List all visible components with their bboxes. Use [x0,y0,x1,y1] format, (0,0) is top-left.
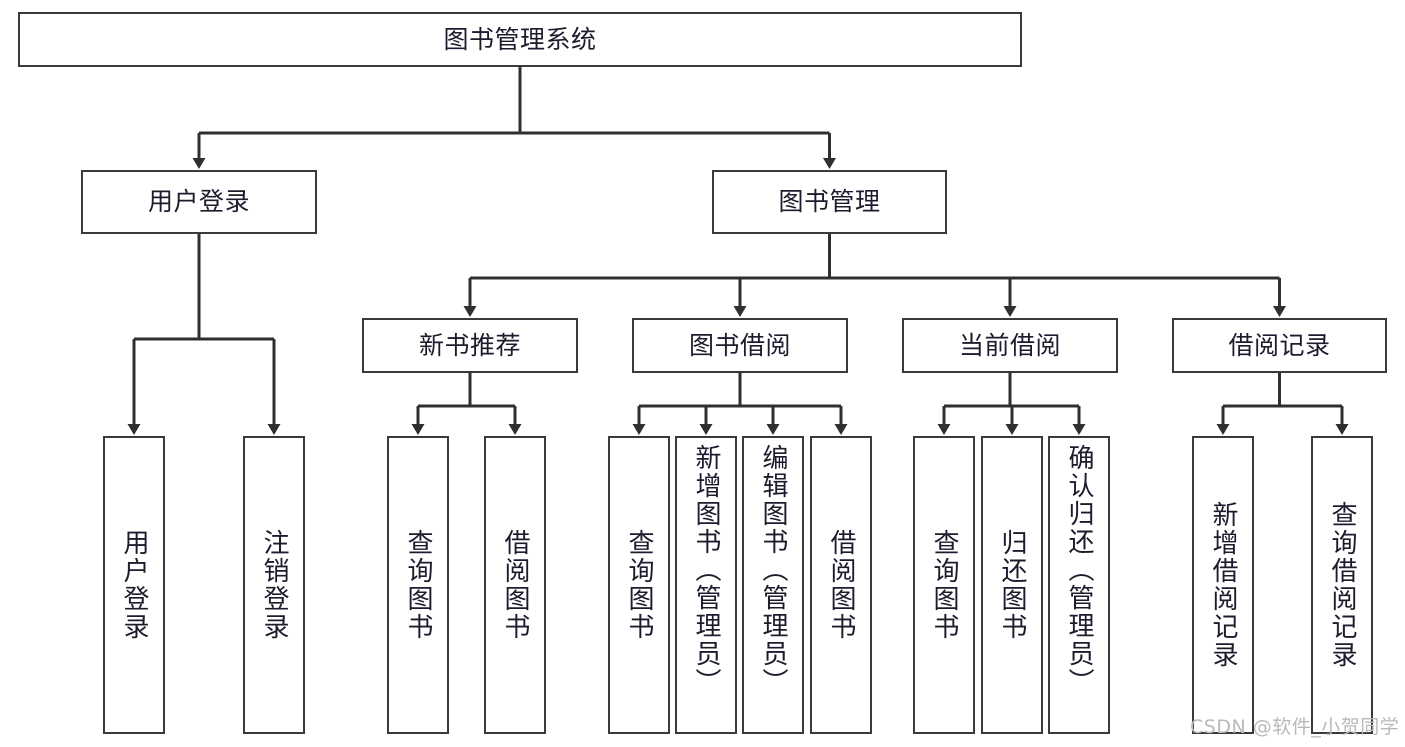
node-leaf-add-borrow-record-label: 新增借阅记录 [1208,501,1238,669]
node-leaf-query-book-3[interactable]: 查询图书 [913,436,975,734]
node-leaf-confirm-return-admin[interactable]: 确认归还（管理员） [1048,436,1110,734]
node-leaf-edit-book-admin-label: 编辑图书（管理员） [758,444,788,696]
node-leaf-borrow-book-1[interactable]: 借阅图书 [484,436,546,734]
node-current-borrow-label: 当前借阅 [958,330,1061,360]
node-borrow-record-label: 借阅记录 [1228,330,1331,360]
node-leaf-query-book-3-label: 查询图书 [929,529,959,641]
node-root-label: 图书管理系统 [443,24,597,54]
node-leaf-query-borrow-record[interactable]: 查询借阅记录 [1311,436,1373,734]
node-leaf-query-book-2[interactable]: 查询图书 [608,436,670,734]
node-leaf-add-borrow-record[interactable]: 新增借阅记录 [1192,436,1254,734]
node-new-book-recommend[interactable]: 新书推荐 [362,318,578,373]
node-leaf-user-login[interactable]: 用户登录 [103,436,165,734]
node-root[interactable]: 图书管理系统 [18,12,1022,67]
node-new-book-recommend-label: 新书推荐 [418,330,521,360]
node-book-borrow[interactable]: 图书借阅 [632,318,848,373]
node-leaf-edit-book-admin[interactable]: 编辑图书（管理员） [742,436,804,734]
node-user-login-label: 用户登录 [147,187,250,217]
node-leaf-query-book-1-label: 查询图书 [403,529,433,641]
node-user-login[interactable]: 用户登录 [81,170,317,234]
csdn-watermark: CSDN @软件_小贺同学 [1190,716,1400,738]
node-book-manage-label: 图书管理 [778,187,881,217]
node-current-borrow[interactable]: 当前借阅 [902,318,1118,373]
node-leaf-borrow-book-2[interactable]: 借阅图书 [810,436,872,734]
node-book-manage[interactable]: 图书管理 [712,170,947,234]
node-leaf-user-login-label: 用户登录 [119,529,149,641]
node-leaf-borrow-book-1-label: 借阅图书 [500,529,530,641]
node-leaf-borrow-book-2-label: 借阅图书 [826,529,856,641]
node-leaf-query-borrow-record-label: 查询借阅记录 [1327,501,1357,669]
node-leaf-add-book-admin-label: 新增图书（管理员） [691,444,721,696]
node-leaf-confirm-return-admin-label: 确认归还（管理员） [1064,444,1094,696]
node-leaf-return-book-label: 归还图书 [997,529,1027,641]
node-leaf-logout[interactable]: 注销登录 [243,436,305,734]
node-leaf-query-book-1[interactable]: 查询图书 [387,436,449,734]
node-book-borrow-label: 图书借阅 [688,330,791,360]
node-leaf-query-book-2-label: 查询图书 [624,529,654,641]
node-leaf-logout-label: 注销登录 [259,529,289,641]
node-leaf-return-book[interactable]: 归还图书 [981,436,1043,734]
node-borrow-record[interactable]: 借阅记录 [1172,318,1387,373]
node-leaf-add-book-admin[interactable]: 新增图书（管理员） [675,436,737,734]
